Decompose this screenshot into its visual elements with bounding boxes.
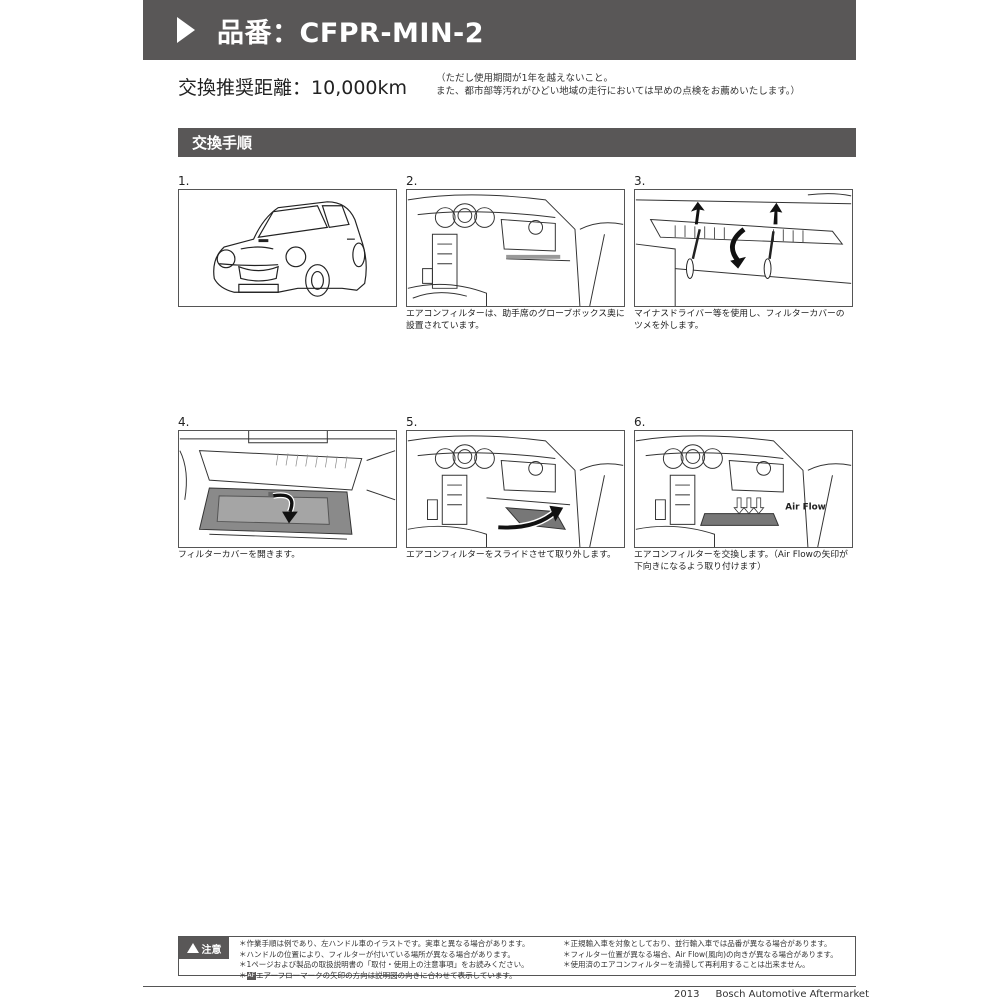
airflow-mark-icon: AF: [246, 971, 257, 980]
step-4: 4. フィルターカバ: [178, 415, 397, 562]
step-3: 3.: [634, 174, 853, 332]
step-1: 1.: [178, 174, 397, 309]
step-number: 2.: [406, 174, 418, 188]
section-title: 交換手順: [192, 134, 253, 152]
interval-note-line2: また、都市部等汚れがひどい地域の走行においては早めの点検をお薦めいたします。）: [436, 86, 801, 97]
step-5: 5. エアコンフィルターをスライドさ: [406, 415, 625, 562]
replacement-interval: 交換推奨距離：10,000km: [178, 73, 407, 100]
open-cover-illustration: [179, 431, 396, 540]
caution-notes-right: ＊正規輸入車を対象としており、並行輸入車では品番が異なる場合があります。 ＊フィ…: [563, 939, 838, 971]
play-arrow-icon: [177, 17, 195, 43]
step-number: 1.: [178, 174, 190, 188]
step-illustration: [178, 189, 397, 307]
filter-cover-illustration: [635, 193, 852, 306]
step-6: 6. Air Flow: [634, 415, 853, 573]
caution-note: ＊使用済のエアコンフィルターを清掃して再利用することは出来ません。: [563, 960, 810, 969]
caution-note: ＊ハンドルの位置により、フィルターが付いている場所が異なる場合があります。: [239, 949, 515, 959]
install-filter-illustration: Air Flow: [635, 435, 852, 547]
car-illustration: [213, 201, 367, 297]
caution-note: ＊作業手順は例であり、左ハンドル車のイラストです。実車と異なる場合があります。: [239, 939, 530, 948]
footer-year: 2013: [674, 989, 700, 1000]
caution-box: 注意 ＊作業手順は例であり、左ハンドル車のイラストです。実車と異なる場合がありま…: [178, 936, 856, 980]
caution-note: ＊1ページおよび製品の取扱説明書の「取付・使用上の注意事項」をお読みください。: [239, 960, 529, 969]
step-illustration: [406, 430, 625, 548]
step-illustration: [178, 430, 397, 548]
footer-divider: [143, 986, 856, 987]
section-heading: 交換手順: [178, 128, 856, 157]
step-caption: エアコンフィルターは、助手席のグローブボックス奥に 設置されています。: [406, 309, 625, 331]
step-number: 5.: [406, 415, 418, 429]
step-number: 4.: [178, 415, 190, 429]
interval-value: 10,000km: [311, 77, 408, 99]
footer-company: Bosch Automotive Aftermarket: [715, 989, 870, 1000]
step-2: 2. エアコンフィルターは、助手席のグローブボックス奥に: [406, 174, 625, 332]
step-caption: マイナスドライバー等を使用し、フィルターカバーの ツメを外します。: [634, 309, 845, 331]
interval-label: 交換推奨距離：: [178, 77, 312, 99]
step-number: 6.: [634, 415, 646, 429]
step-caption: エアコンフィルターをスライドさせて取り外します。: [406, 550, 616, 560]
caution-note: ＊AFエアーフローマークの矢印の方向は説明図の向きに合わせて表示しています。: [239, 970, 517, 980]
step-illustration: Air Flow: [634, 430, 853, 548]
dashboard-illustration: [407, 194, 624, 306]
interval-note-line1: （ただし使用期間が1年を越えないこと。: [436, 73, 614, 84]
page-title: 品番：CFPR-MIN-2: [217, 17, 485, 49]
warning-icon: [186, 943, 199, 953]
caution-note: ＊正規輸入車を対象としており、並行輸入車では品番が異なる場合があります。: [563, 939, 832, 948]
step-illustration: [406, 189, 625, 307]
title-bar: 品番：CFPR-MIN-2: [143, 0, 856, 60]
step-caption: エアコンフィルターを交換します。（Air Flowの矢印が 下向きになるよう取り…: [634, 550, 848, 572]
caution-notes-left: ＊作業手順は例であり、左ハンドル車のイラストです。実車と異なる場合があります。 …: [239, 939, 529, 981]
interval-note: （ただし使用期間が1年を越えないこと。 また、都市部等汚れがひどい地域の走行にお…: [436, 72, 800, 98]
step-number: 3.: [634, 174, 646, 188]
footer: 2013 Bosch Automotive Aftermarket: [674, 989, 869, 1000]
step-illustration: [634, 189, 853, 307]
airflow-label: Air Flow: [785, 503, 826, 513]
caution-note: ＊フィルター位置が異なる場合、Air Flow(風向)の向きが異なる場合がありま…: [563, 949, 838, 959]
caution-label: 注意: [179, 937, 229, 959]
step-caption: フィルターカバーを開きます。: [178, 550, 301, 560]
slide-filter-illustration: [407, 435, 624, 547]
